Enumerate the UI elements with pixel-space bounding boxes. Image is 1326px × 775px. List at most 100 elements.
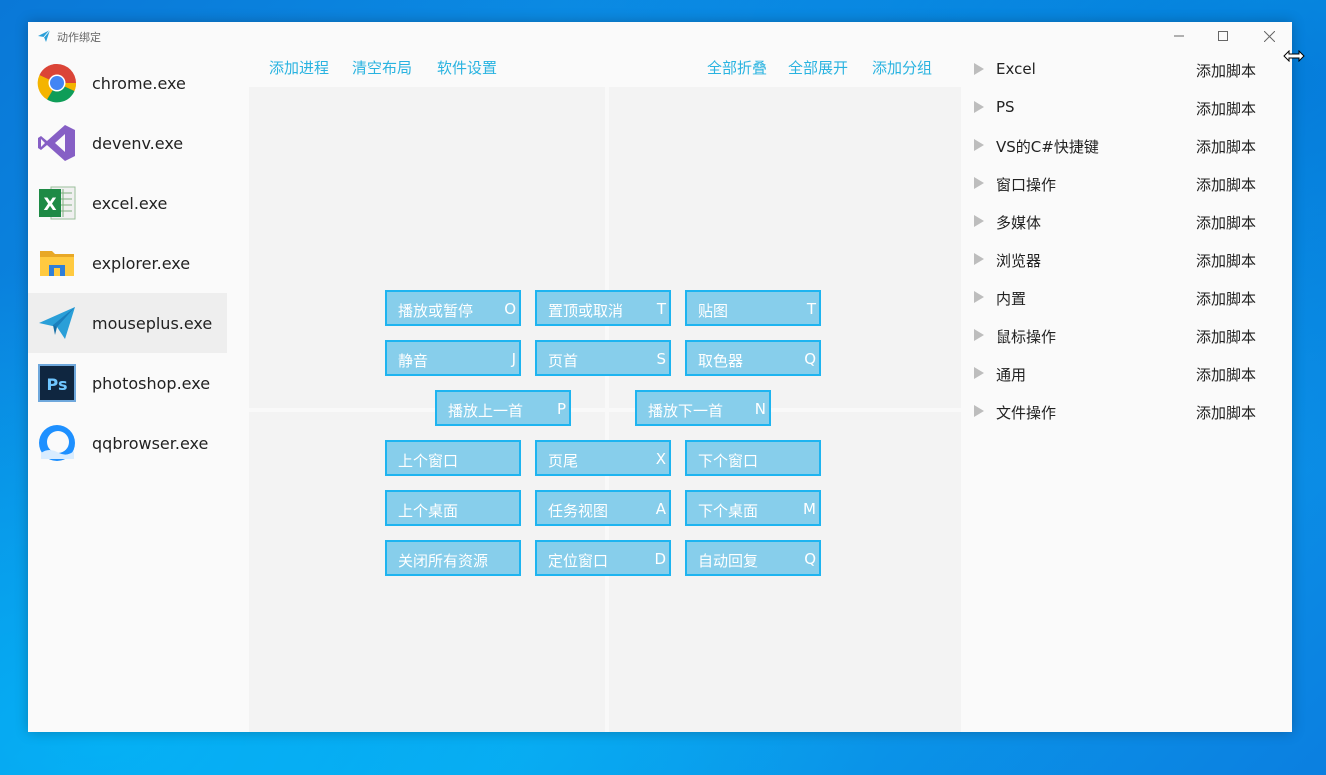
- group-row-ps[interactable]: PS 添加脚本: [962, 88, 1292, 126]
- expand-triangle-icon[interactable]: [974, 253, 984, 265]
- action-button[interactable]: 下个窗口: [685, 440, 821, 476]
- settings-link[interactable]: 软件设置: [437, 59, 498, 77]
- group-name[interactable]: 通用: [996, 366, 1027, 384]
- maximize-icon: [1218, 31, 1228, 41]
- add-script-link[interactable]: 添加脚本: [1196, 252, 1257, 270]
- expand-triangle-icon[interactable]: [974, 367, 984, 379]
- process-item-photoshop[interactable]: Ps photoshop.exe: [28, 353, 227, 413]
- group-name[interactable]: 浏览器: [996, 252, 1042, 270]
- action-button[interactable]: 上个桌面: [385, 490, 521, 526]
- expand-all-link[interactable]: 全部展开: [788, 59, 849, 77]
- add-script-link[interactable]: 添加脚本: [1196, 214, 1257, 232]
- svg-text:X: X: [43, 195, 56, 215]
- group-name[interactable]: 多媒体: [996, 214, 1042, 232]
- process-item-devenv[interactable]: devenv.exe: [28, 113, 227, 173]
- expand-triangle-icon[interactable]: [974, 291, 984, 303]
- process-label: photoshop.exe: [92, 374, 211, 393]
- add-process-link[interactable]: 添加进程: [269, 59, 330, 77]
- minimize-icon: [1174, 35, 1184, 37]
- group-row-general[interactable]: 通用 添加脚本: [962, 354, 1292, 392]
- process-item-qqbrowser[interactable]: qqbrowser.exe: [28, 413, 227, 473]
- expand-triangle-icon[interactable]: [974, 215, 984, 227]
- group-name[interactable]: PS: [996, 98, 1015, 116]
- add-group-link[interactable]: 添加分组: [872, 59, 933, 77]
- add-script-link[interactable]: 添加脚本: [1196, 100, 1257, 118]
- add-script-link[interactable]: 添加脚本: [1196, 176, 1257, 194]
- process-item-mouseplus[interactable]: mouseplus.exe: [28, 293, 227, 353]
- group-list: Excel 添加脚本 PS 添加脚本 VS的C#快捷键 添加脚本 窗口操作 添加…: [962, 50, 1292, 430]
- process-list: chrome.exe devenv.exe X excel.exe: [28, 53, 228, 473]
- group-row-multimedia[interactable]: 多媒体 添加脚本: [962, 202, 1292, 240]
- process-item-chrome[interactable]: chrome.exe: [28, 53, 227, 113]
- photoshop-icon: Ps: [38, 364, 76, 402]
- add-script-link[interactable]: 添加脚本: [1196, 62, 1257, 80]
- maximize-button[interactable]: [1200, 22, 1246, 50]
- excel-icon: X: [39, 186, 76, 220]
- group-row-window-ops[interactable]: 窗口操作 添加脚本: [962, 164, 1292, 202]
- paper-plane-icon: [38, 29, 51, 42]
- expand-triangle-icon[interactable]: [974, 177, 984, 189]
- add-script-link[interactable]: 添加脚本: [1196, 328, 1257, 346]
- visual-studio-icon: [38, 125, 75, 161]
- process-label: qqbrowser.exe: [92, 434, 209, 453]
- clear-layout-link[interactable]: 清空布局: [352, 59, 413, 77]
- group-name[interactable]: 窗口操作: [996, 176, 1057, 194]
- process-item-excel[interactable]: X excel.exe: [28, 173, 227, 233]
- minimize-button[interactable]: [1156, 22, 1202, 50]
- group-name[interactable]: 鼠标操作: [996, 328, 1057, 346]
- close-icon: [1263, 30, 1275, 42]
- group-name[interactable]: 文件操作: [996, 404, 1057, 422]
- add-script-link[interactable]: 添加脚本: [1196, 138, 1257, 156]
- action-button[interactable]: 关闭所有资源: [385, 540, 521, 576]
- expand-triangle-icon[interactable]: [974, 329, 984, 341]
- expand-triangle-icon[interactable]: [974, 405, 984, 417]
- add-script-link[interactable]: 添加脚本: [1196, 366, 1257, 384]
- add-script-link[interactable]: 添加脚本: [1196, 290, 1257, 308]
- collapse-all-link[interactable]: 全部折叠: [707, 59, 768, 77]
- expand-triangle-icon[interactable]: [974, 63, 984, 75]
- group-row-file-ops[interactable]: 文件操作 添加脚本: [962, 392, 1292, 430]
- process-label: excel.exe: [92, 194, 168, 213]
- chrome-icon: [37, 63, 77, 103]
- folder-icon: [40, 251, 74, 276]
- window-title: 动作绑定: [57, 31, 101, 44]
- group-name[interactable]: 内置: [996, 290, 1027, 308]
- expand-triangle-icon[interactable]: [974, 101, 984, 113]
- add-script-link[interactable]: 添加脚本: [1196, 404, 1257, 422]
- paper-plane-icon: [39, 307, 75, 339]
- qqbrowser-icon: [39, 425, 75, 461]
- title-bar: 动作绑定: [28, 22, 1292, 50]
- group-row-excel[interactable]: Excel 添加脚本: [962, 50, 1292, 88]
- action-button[interactable]: 上个窗口: [385, 440, 521, 476]
- resize-cursor-icon: [1283, 50, 1305, 62]
- group-name[interactable]: Excel: [996, 60, 1036, 78]
- svg-text:Ps: Ps: [47, 375, 68, 394]
- app-window: 动作绑定 chrome.exe: [28, 22, 1292, 732]
- canvas-divider-horizontal: [249, 408, 961, 412]
- group-name[interactable]: VS的C#快捷键: [996, 138, 1099, 156]
- group-row-mouse-ops[interactable]: 鼠标操作 添加脚本: [962, 316, 1292, 354]
- process-label: devenv.exe: [92, 134, 184, 153]
- process-item-explorer[interactable]: explorer.exe: [28, 233, 227, 293]
- process-label: chrome.exe: [92, 74, 186, 93]
- group-row-browser[interactable]: 浏览器 添加脚本: [962, 240, 1292, 278]
- process-label: mouseplus.exe: [92, 314, 213, 333]
- group-row-builtin[interactable]: 内置 添加脚本: [962, 278, 1292, 316]
- close-button[interactable]: [1246, 22, 1292, 50]
- group-row-vs[interactable]: VS的C#快捷键 添加脚本: [962, 126, 1292, 164]
- expand-triangle-icon[interactable]: [974, 139, 984, 151]
